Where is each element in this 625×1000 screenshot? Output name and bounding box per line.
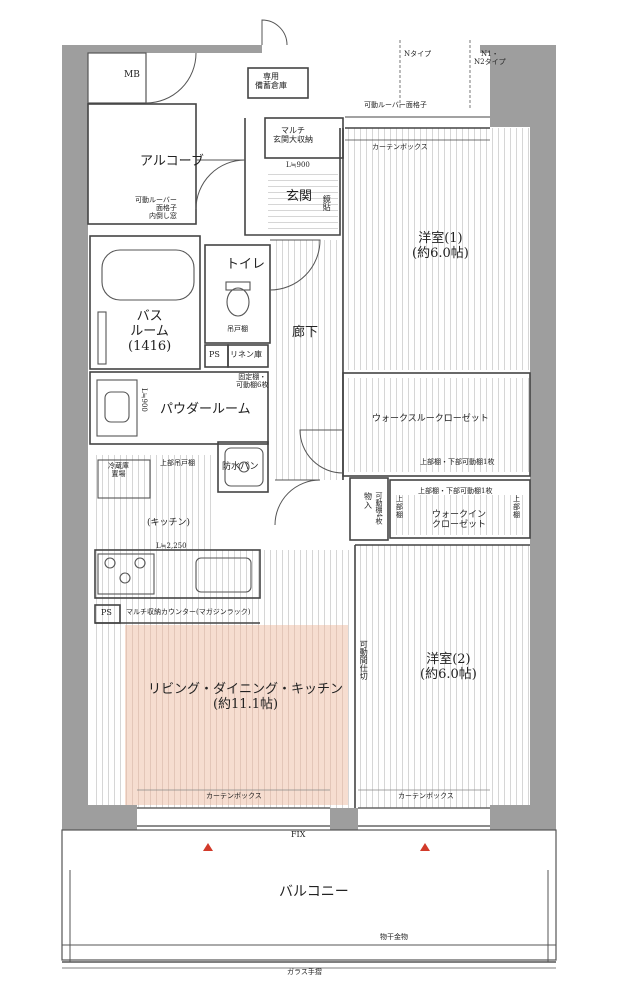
alcove-box (87, 103, 197, 225)
wic-shelf2-label: 上部棚・下部可動棚1枚 (418, 487, 493, 495)
kitchen-label: (キッチン) (147, 518, 191, 528)
kitchen-dim: L≒2,250 (156, 542, 187, 550)
ldk-label: リビング・ダイニング・キッチン (約11.1帖) (148, 682, 344, 712)
glass-rail-label: ガラス手摺 (287, 968, 322, 976)
alcove-label: アルコーブ (140, 154, 204, 169)
hallway-label: 廊下 (292, 325, 319, 340)
kitchen-floor (95, 455, 215, 550)
doors (145, 19, 344, 526)
hallway-floor (275, 240, 343, 480)
western2-label: 洋室(2) (約6.0帖) (420, 652, 477, 682)
curtain-box-ldk-label: カーテンボックス (206, 792, 262, 800)
wic-shelf-label: 上部棚・下部可動棚1枚 (420, 458, 495, 466)
storage-label: 専用 備蓄倉庫 (255, 72, 287, 91)
upper-cabinet-label: 上部吊戸棚 (160, 459, 195, 467)
fridge-label: 冷蔵庫 置場 (108, 462, 129, 479)
storage-in-label: 物 入 (364, 492, 372, 511)
vent-markers (203, 843, 430, 851)
toilet-label: トイレ (226, 257, 266, 272)
genkan-label: 玄関 (286, 189, 313, 204)
clothes-hanger-label: 物干金物 (380, 933, 408, 941)
genkan-floor (268, 172, 338, 234)
linen-note: 固定棚・ 可動棚6枚 (236, 373, 269, 390)
vent-marker-w2 (420, 843, 430, 851)
movable-shelf-label: 可動棚4枚 (375, 492, 384, 525)
fixtures (96, 249, 507, 949)
sink-icon (195, 557, 252, 593)
ps-label: PS (209, 350, 220, 359)
wall-right-outer (530, 45, 556, 830)
toilet-icon (226, 287, 250, 317)
mb-label: MB (124, 70, 140, 80)
western1-floor (345, 128, 530, 370)
genkan-note: 鏡貼 (322, 195, 332, 211)
multi-counter-label: マルチ収納カウンター(マガジンラック) (126, 608, 251, 616)
fix-label: FIX (291, 830, 306, 839)
waterproof-pan-label: 防水パン (222, 462, 259, 472)
powder-label: パウダールーム (160, 402, 251, 417)
walkin-floor (395, 495, 527, 535)
western2-floor (358, 545, 530, 808)
louver-top-label: 可動ルーバー面格子 (364, 101, 427, 109)
wic-walkthrough-label: ウォークスルークローゼット (372, 414, 489, 424)
column-bottom-left (62, 805, 137, 830)
powder-dim: L≒900 (140, 388, 149, 412)
toilet-shelf-label: 吊戸棚 (227, 325, 248, 333)
floor-areas (95, 128, 530, 808)
walkin-box (389, 479, 531, 539)
wall-top-left (62, 45, 262, 53)
western1-label: 洋室(1) (約6.0帖) (412, 231, 469, 261)
column-bottom-mid (330, 808, 358, 830)
mb-box (87, 52, 147, 104)
kitchen-counter (94, 549, 261, 599)
partitions (87, 67, 531, 827)
bath-room (89, 235, 201, 370)
storage-box (247, 67, 309, 99)
balcony (61, 829, 557, 969)
upper-shelf-right: 上 部 棚 (513, 495, 520, 520)
entry-dim-label: L≒900 (286, 161, 310, 169)
curtain-box-top-label: カーテンボックス (372, 143, 428, 151)
walls (62, 45, 556, 830)
walkin-label: ウォークイン クローゼット (432, 510, 487, 531)
wic-floor (345, 378, 530, 472)
column-bottom-right (490, 805, 556, 830)
curtain-box-w2-label: カーテンボックス (398, 792, 454, 800)
stove-icon (104, 557, 116, 569)
multi-entry-label: マルチ 玄関大収納 (273, 126, 313, 145)
column-top-right (490, 45, 530, 127)
ldk-tatami-highlight (125, 625, 348, 805)
wic-walkthrough-box (342, 372, 531, 477)
vent-marker-ldk (203, 843, 213, 851)
type-n-label: Nタイプ (404, 50, 432, 58)
toilet-room (204, 244, 271, 344)
ps2-label: PS (101, 608, 112, 617)
bathtub-icon (101, 249, 195, 301)
bath-label: バス ルーム (1416) (128, 309, 172, 354)
wall-left-outer (62, 45, 88, 830)
type-n1n2-label: N1・ N2タイプ (474, 50, 506, 67)
powder-room (89, 371, 269, 445)
louver-window-label: 可動ルーバー 面格子 内倒し窓 (135, 196, 177, 221)
movable-partition-label: 可動間仕切 (359, 640, 369, 680)
linen-label: リネン庫 (230, 350, 262, 359)
upper-shelf-left: 上 部 棚 (396, 495, 403, 520)
balcony-label: バルコニー (279, 884, 349, 900)
